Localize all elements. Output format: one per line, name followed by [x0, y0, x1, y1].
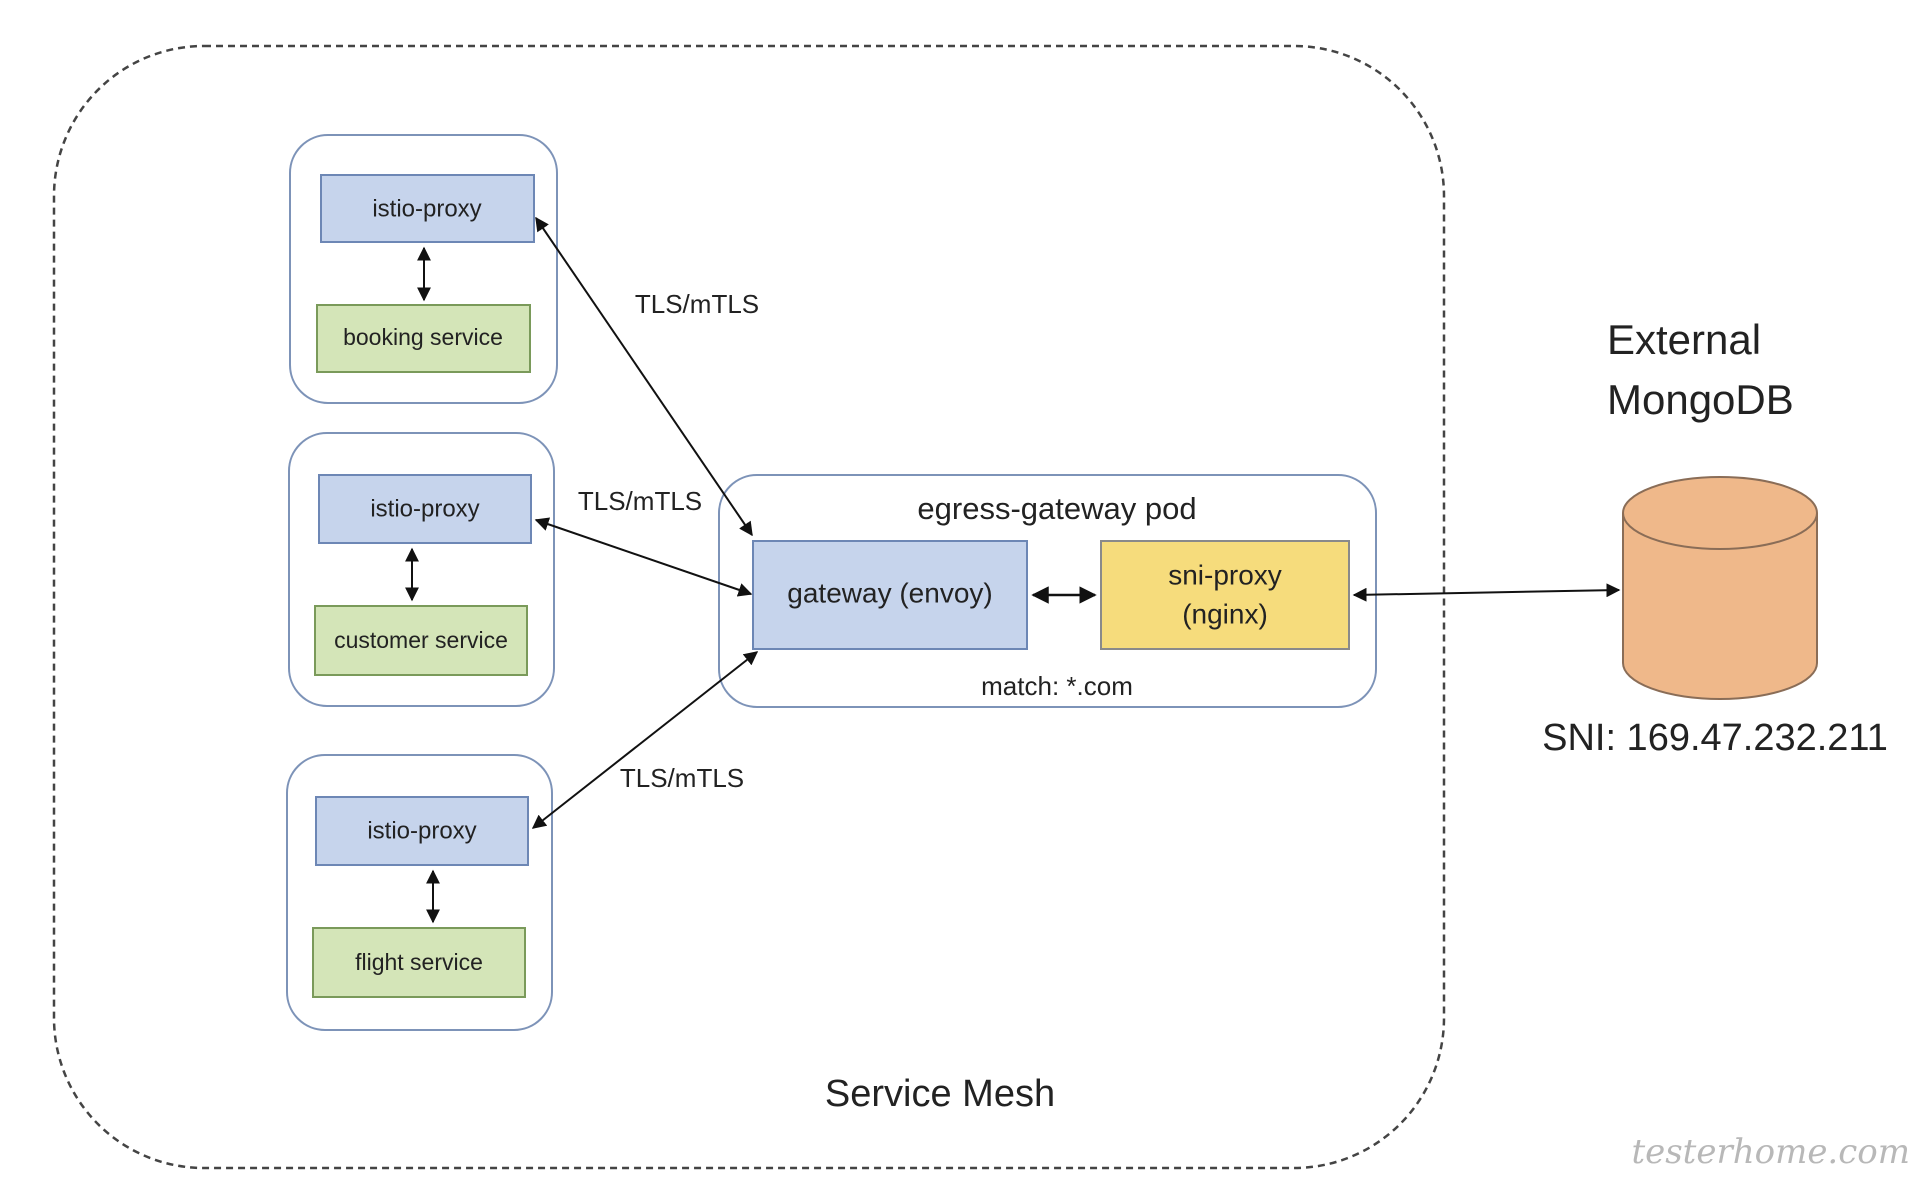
service-mesh-boundary [52, 44, 1446, 1170]
istio-proxy-label: istio-proxy [370, 495, 479, 522]
egress-pod-title: egress-gateway pod [917, 491, 1196, 526]
external-title-line1: External [1607, 316, 1761, 363]
external-mongodb: External MongoDB SNI: 169.47.232.211 [1542, 316, 1888, 759]
istio-proxy-box [315, 796, 529, 866]
customer-gateway-connection [534, 517, 753, 597]
gateway-envoy-box [752, 540, 1028, 650]
sni-address-label: SNI: 169.47.232.211 [1542, 717, 1888, 759]
istio-proxy-label: istio-proxy [372, 195, 481, 222]
booking-pod: istio-proxy booking service [289, 134, 558, 404]
sni-proxy-label-line2: (nginx) [1182, 598, 1268, 629]
istio-proxy-label: istio-proxy [367, 817, 476, 844]
customer-service-label: customer service [334, 627, 508, 653]
service-mesh-label: Service Mesh [825, 1073, 1055, 1115]
match-label: match: *.com [981, 671, 1133, 701]
customer-pod: istio-proxy customer service [288, 432, 555, 707]
external-title-line2: MongoDB [1607, 376, 1794, 423]
tls-label-customer: TLS/mTLS [578, 486, 702, 516]
booking-service-label: booking service [343, 324, 503, 350]
customer-service-box [314, 605, 528, 676]
database-cylinder-icon [1622, 513, 1818, 700]
flight-gateway-connection [531, 651, 759, 829]
istio-proxy-box [320, 174, 535, 243]
istio-proxy-box [318, 474, 532, 544]
watermark: testerhome.com [1631, 1132, 1910, 1172]
flight-service-label: flight service [355, 949, 483, 975]
tls-label-booking: TLS/mTLS [635, 289, 759, 319]
booking-service-box [316, 304, 531, 373]
sni-proxy-box [1100, 540, 1350, 650]
tls-label-flight: TLS/mTLS [620, 763, 744, 793]
flight-service-box [312, 927, 526, 998]
booking-gateway-connection [535, 216, 753, 537]
database-cylinder-top [1622, 476, 1818, 550]
sni-mongodb-connection [1352, 583, 1621, 602]
egress-gateway-pod: egress-gateway pod gateway (envoy) sni-p… [718, 474, 1377, 708]
sni-proxy-label-line1: sni-proxy [1168, 559, 1282, 590]
flight-pod: istio-proxy flight service [286, 754, 553, 1031]
gateway-envoy-label: gateway (envoy) [787, 577, 992, 608]
